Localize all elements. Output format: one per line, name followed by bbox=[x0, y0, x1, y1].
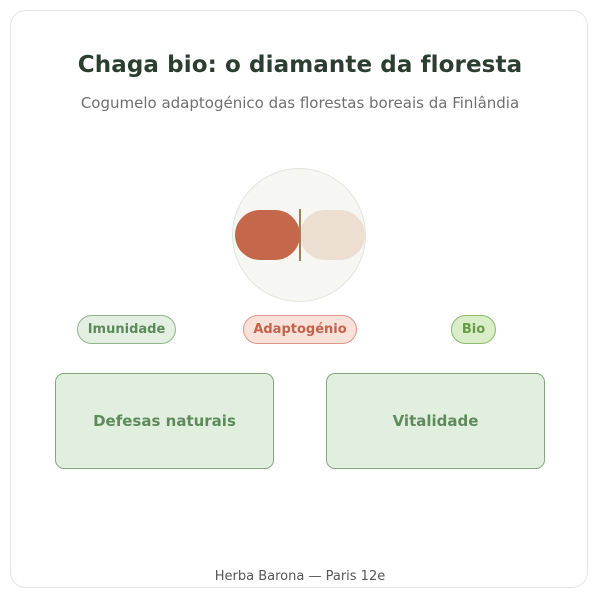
benefit-label: Defesas naturais bbox=[93, 412, 236, 430]
tag-imunidade: Imunidade bbox=[77, 315, 176, 344]
tag-adaptogenio: Adaptogénio bbox=[243, 315, 357, 344]
capsule-left-half bbox=[235, 210, 300, 260]
capsule-divider bbox=[299, 209, 301, 261]
tag-bio: Bio bbox=[451, 315, 496, 344]
page-title: Chaga bio: o diamante da floresta bbox=[77, 52, 523, 78]
capsule-right-half bbox=[300, 210, 365, 260]
benefit-label: Vitalidade bbox=[392, 412, 479, 430]
footer-text: Herba Barona — Paris 12e bbox=[214, 569, 386, 584]
benefit-defesas-naturais: Defesas naturais bbox=[55, 373, 274, 469]
benefit-vitalidade: Vitalidade bbox=[326, 373, 545, 469]
page-subtitle: Cogumelo adaptogénico das florestas bore… bbox=[80, 94, 520, 112]
capsule-icon bbox=[232, 168, 366, 302]
